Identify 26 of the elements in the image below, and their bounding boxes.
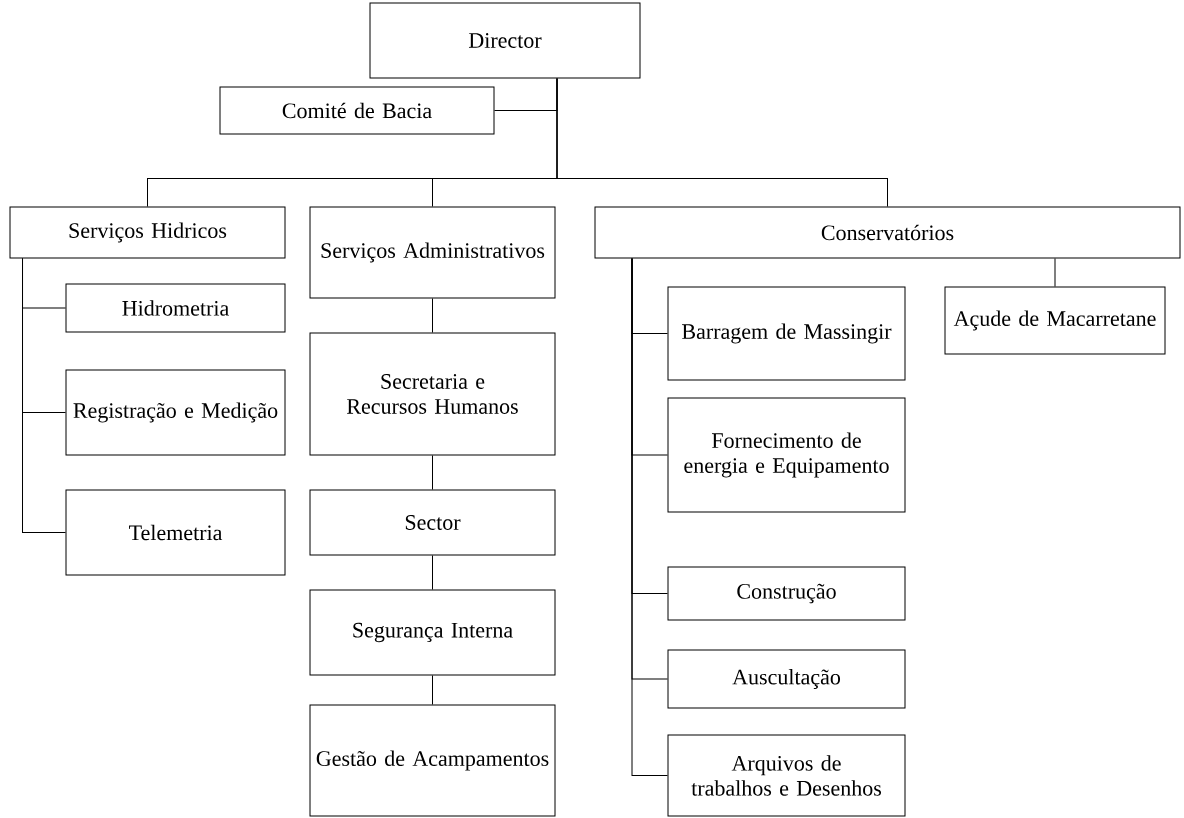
org-box: Registração e Medição xyxy=(65,369,286,456)
org-box: Serviços Hidricos xyxy=(9,206,286,259)
connector-line xyxy=(432,675,433,705)
org-box: Hidrometria xyxy=(65,283,286,333)
org-box: Serviços Administrativos xyxy=(309,206,556,299)
org-box: Gestão de Acampamentos xyxy=(309,704,556,817)
connector-line xyxy=(22,258,66,533)
org-box: Auscultação xyxy=(667,649,906,709)
org-box: Sector xyxy=(309,489,556,556)
org-box: Telemetria xyxy=(65,489,286,576)
org-box: Comité de Bacia xyxy=(219,86,495,135)
connector-line xyxy=(432,555,433,590)
org-box: Fornecimento de energia e Equipamento xyxy=(667,397,906,513)
org-box: Segurança Interna xyxy=(309,589,556,676)
connector-line xyxy=(1054,258,1056,287)
connector-line xyxy=(432,455,433,490)
org-box: Barragem de Massingir xyxy=(667,286,906,381)
connector-line xyxy=(631,258,668,776)
org-box: Secretaria e Recursos Humanos xyxy=(309,332,556,456)
connector-line xyxy=(432,298,433,333)
org-box: Arquivos de trabalhos e Desenhos xyxy=(667,734,906,817)
org-box: Construção xyxy=(667,566,906,621)
org-box: Conservatórios xyxy=(594,206,1181,259)
org-box: Director xyxy=(369,2,641,79)
connector-line xyxy=(556,78,888,207)
org-box: Açude de Macarretane xyxy=(944,286,1166,355)
